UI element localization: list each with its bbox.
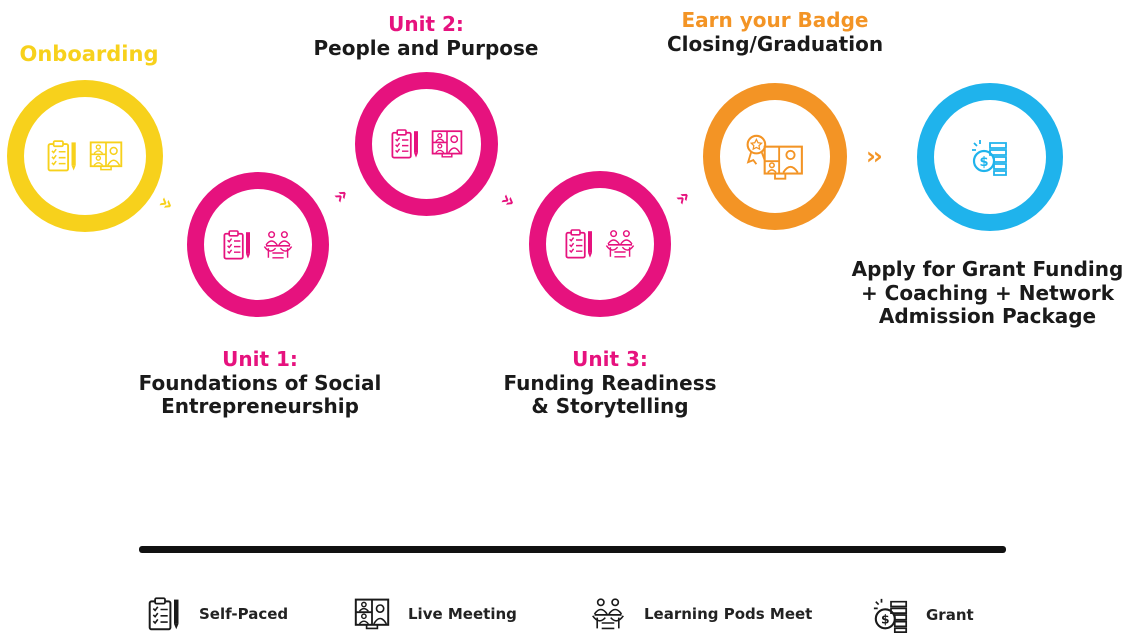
legend-label: Live Meeting (408, 605, 517, 623)
learning-pods-icon (588, 596, 628, 632)
unit3-name-line2: & Storytelling (531, 394, 689, 419)
badge-icon (744, 133, 806, 181)
badge-ring (703, 83, 847, 230)
unit1-name-line1: Foundations of Social (138, 370, 382, 395)
unit2-title: Unit 2: (388, 12, 464, 36)
grant-label: Apply for Grant Funding + Coaching + Net… (840, 257, 1135, 329)
grant-text-line3: Admission Package (878, 304, 1097, 329)
legend-divider (139, 546, 1006, 553)
legend-item-live-meeting: Live Meeting (352, 596, 517, 632)
legend-label: Learning Pods Meet (644, 605, 813, 623)
unit1-title: Unit 1: (222, 347, 298, 371)
learning-pods-icon (262, 229, 294, 261)
badge-label: Earn your Badge Closing/Graduation (630, 8, 920, 56)
grant-ring (917, 83, 1063, 231)
chevron-up-right-icon: ›› (669, 185, 693, 211)
legend-label: Grant (926, 606, 974, 624)
live-meeting-icon (430, 128, 464, 160)
learning-pods-icon (604, 228, 636, 260)
unit3-name-line1: Funding Readiness (503, 370, 717, 395)
unit1-name-line2: Entrepreneurship (161, 394, 359, 419)
unit3-label: Unit 3: Funding Readiness & Storytelling (460, 347, 760, 419)
unit1-ring (187, 172, 329, 317)
chevron-right-icon: ›› (866, 142, 883, 170)
unit1-label: Unit 1: Foundations of Social Entreprene… (110, 347, 410, 419)
legend-item-self-paced: Self-Paced (147, 596, 288, 632)
badge-name: Closing/Graduation (666, 31, 884, 56)
grant-text-line2: + Coaching + Network (860, 280, 1115, 305)
onboarding-label: Onboarding (4, 42, 174, 67)
chevron-up-right-icon: ›› (327, 183, 351, 209)
unit2-ring (355, 72, 498, 216)
grant-icon (872, 596, 910, 634)
legend-item-grant: Grant (872, 596, 974, 634)
onboarding-ring (7, 80, 163, 232)
self-paced-icon (222, 229, 254, 261)
onboarding-title: Onboarding (19, 42, 159, 66)
chevron-right-icon: ›› (154, 188, 176, 216)
self-paced-icon (390, 128, 422, 160)
unit2-name: People and Purpose (313, 35, 539, 60)
live-meeting-icon (88, 139, 124, 173)
self-paced-icon (46, 139, 80, 173)
grant-text-line1: Apply for Grant Funding (851, 257, 1124, 281)
badge-title: Earn your Badge (681, 8, 869, 32)
chevron-right-icon: ›› (496, 185, 518, 213)
legend-item-learning-pods: Learning Pods Meet (588, 596, 812, 632)
grant-icon (970, 137, 1010, 177)
live-meeting-icon (352, 596, 392, 632)
self-paced-icon (147, 596, 183, 632)
legend-label: Self-Paced (199, 605, 289, 623)
unit2-label: Unit 2: People and Purpose (278, 12, 574, 60)
unit3-ring (529, 171, 671, 317)
self-paced-icon (564, 228, 596, 260)
unit3-title: Unit 3: (572, 347, 648, 371)
